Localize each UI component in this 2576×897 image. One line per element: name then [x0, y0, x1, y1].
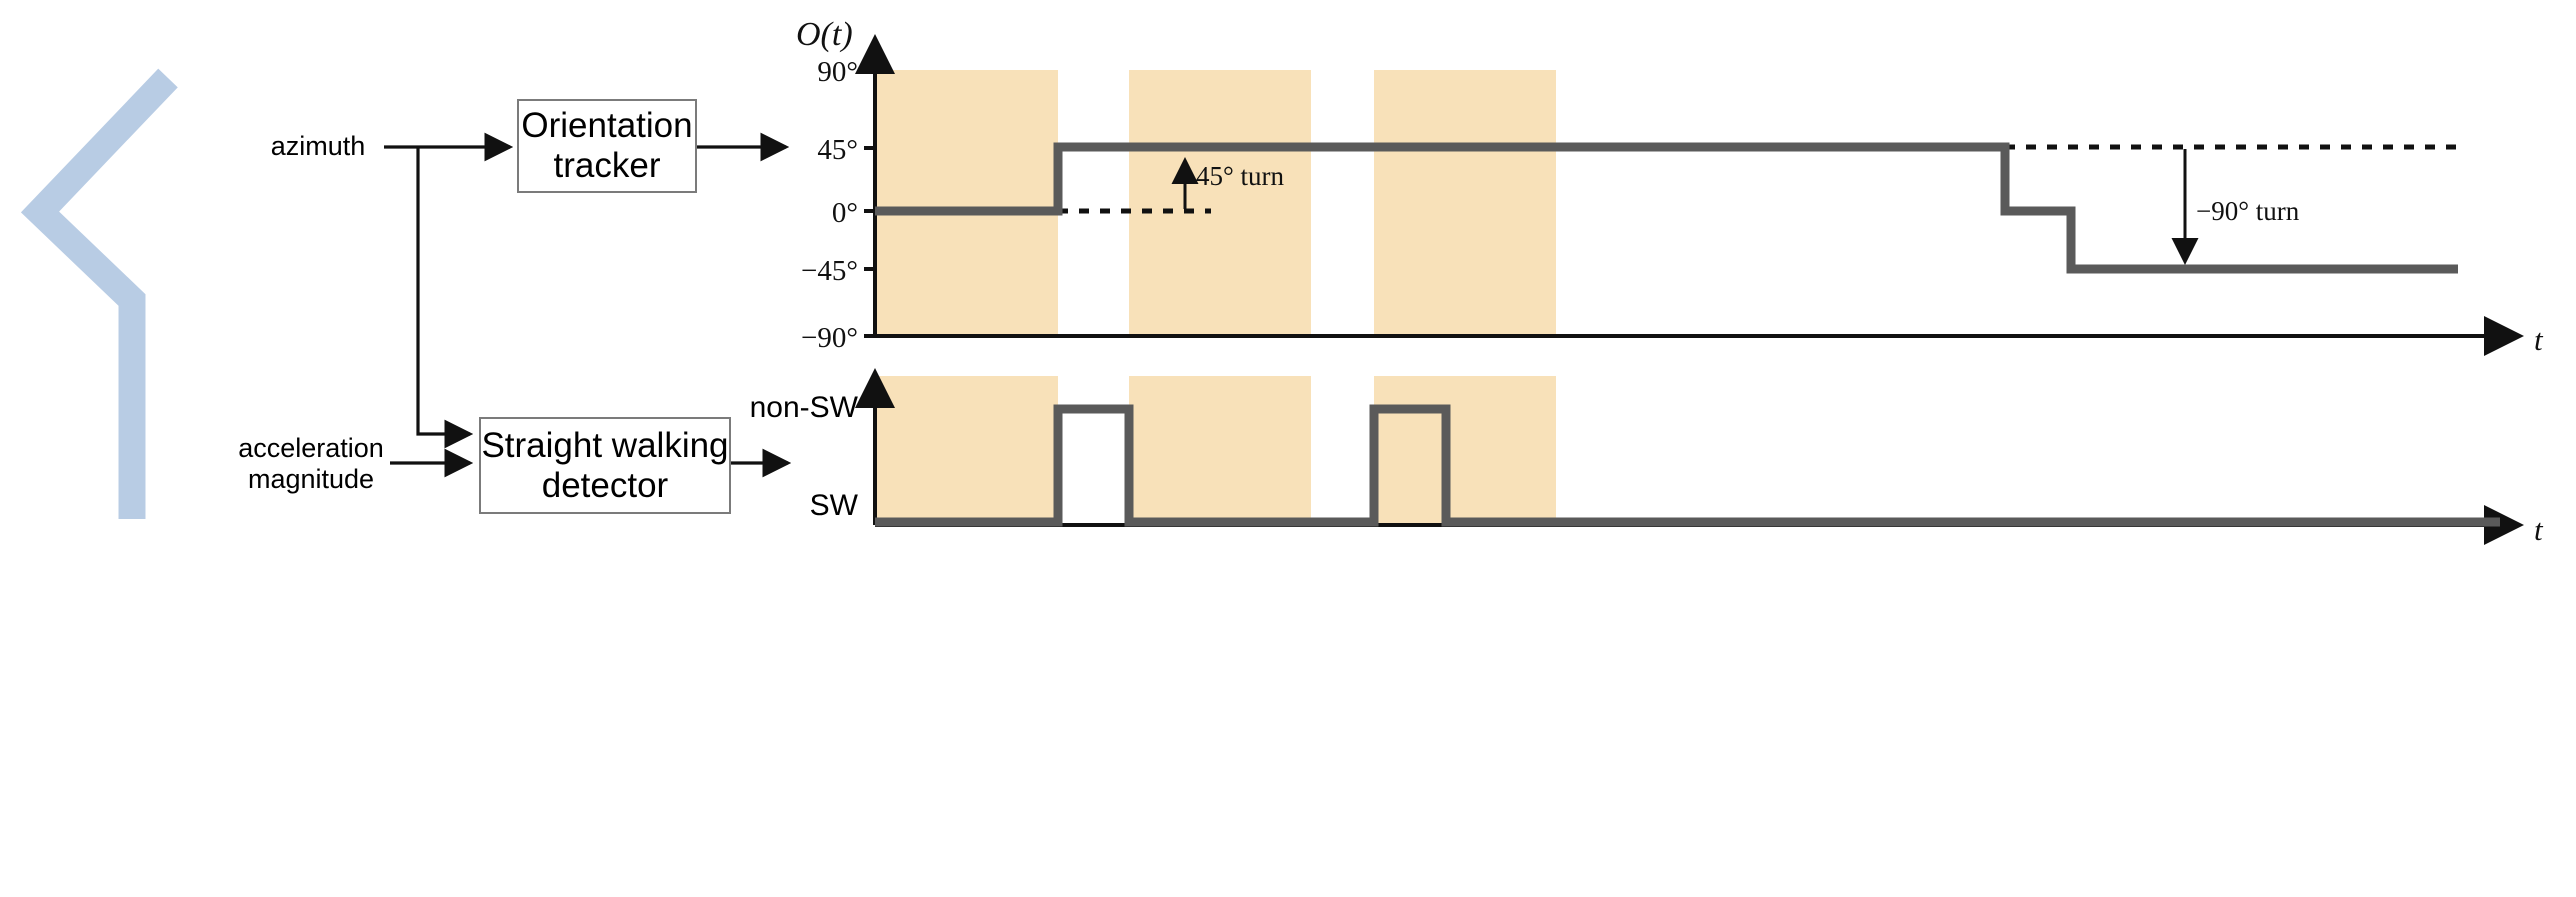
upper-chart-x-axis-label: t: [2534, 322, 2543, 357]
ytick-label-sw: SW: [809, 489, 858, 522]
ytick-label-neg45: −45°: [801, 255, 858, 287]
block-straight-walking-detector[interactable]: Straight walking detector: [479, 417, 731, 514]
annotation-label-neg90-turn: −90° turn: [2196, 196, 2300, 226]
straight-walking-detector-line-2: detector: [541, 465, 669, 505]
sw-band-1-top: [875, 70, 1058, 336]
straight-walking-detector-line-1: Straight walking: [481, 425, 729, 465]
ytick-label-non-sw: non-SW: [749, 391, 858, 424]
upper-chart-y-axis-label: O(t): [796, 16, 853, 53]
block-orientation-tracker[interactable]: Orientation tracker: [517, 99, 697, 193]
wire-azimuth-branch: [416, 147, 474, 449]
acceleration-line-1: acceleration: [238, 433, 384, 463]
straight-walking-signal-trace: [875, 404, 2500, 527]
ytick-label-90: 90°: [817, 56, 858, 88]
acceleration-line-2: magnitude: [247, 464, 375, 495]
sw-band-2-bottom: [1129, 376, 1311, 525]
walking-path-icon: [20, 68, 178, 519]
sw-band-3-bottom: [1374, 376, 1556, 525]
annotation-label-45-turn: 45° turn: [1196, 161, 1285, 191]
ytick-label-0: 0°: [831, 197, 858, 229]
orientation-tracker-line-1: Orientation: [521, 106, 693, 146]
sw-band-3-top: [1374, 70, 1556, 336]
ytick-label-neg90: −90°: [801, 322, 858, 354]
lower-chart-x-axis-label: t: [2534, 512, 2543, 547]
orientation-tracker-line-2: tracker: [553, 146, 661, 185]
orientation-signal-trace: [875, 142, 2458, 274]
sw-band-1-bottom: [875, 376, 1058, 525]
input-label-azimuth: azimuth: [270, 131, 366, 161]
input-label-acceleration-magnitude: acceleration magnitude: [236, 433, 386, 495]
ytick-label-45: 45°: [817, 134, 858, 166]
sw-band-2-top: [1129, 70, 1311, 336]
